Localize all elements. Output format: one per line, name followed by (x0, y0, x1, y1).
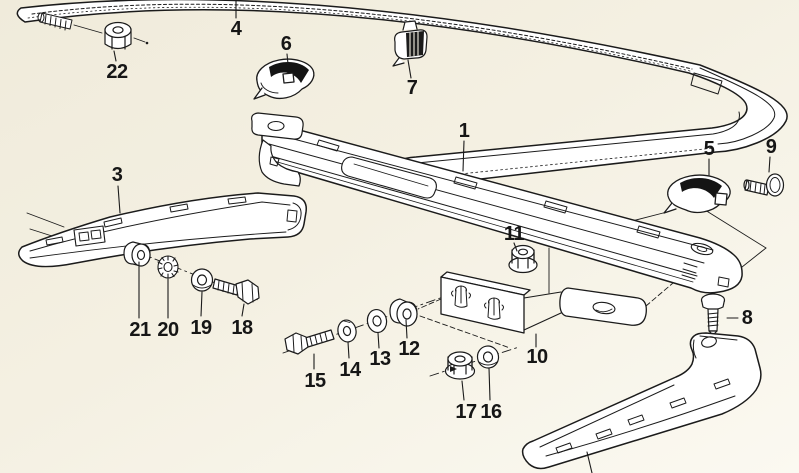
part-callout-3: 3 (111, 164, 123, 186)
part-callout-19: 19 (190, 317, 212, 339)
part-17-nut (444, 351, 476, 380)
part-19-washer (190, 268, 214, 292)
part-callout-6: 6 (280, 33, 292, 55)
part-callout-9: 9 (765, 136, 777, 158)
part-callout-18: 18 (231, 317, 253, 339)
part-16-washer (476, 345, 500, 369)
part-6-end-cap (253, 58, 315, 100)
part-21-spacer (123, 241, 151, 267)
part-8-screw (700, 293, 739, 336)
part-callout-15: 15 (304, 370, 326, 392)
part-callout-5: 5 (703, 138, 715, 160)
part-callout-7: 7 (406, 77, 418, 99)
part-callout-20: 20 (157, 319, 179, 341)
part-callout-14: 14 (339, 359, 361, 381)
part-3-side-section-left (18, 192, 307, 268)
part-1-bumper-bar (251, 112, 743, 294)
leader-lines (113, 0, 771, 473)
part-11-nut (508, 244, 538, 274)
part-callout-11: 11 (503, 223, 525, 245)
part-callout-4: 4 (230, 18, 242, 40)
part-callout-17: 17 (455, 401, 477, 423)
part-callout-8: 8 (741, 307, 753, 329)
part-callout-13: 13 (369, 348, 391, 370)
part-18-bolt (212, 278, 260, 305)
stud-on-strip (37, 12, 73, 31)
part-4-trim-strip (16, 0, 788, 188)
part-14-lock-washer (337, 319, 357, 343)
part-callout-12: 12 (398, 338, 420, 360)
part-2-side-section-right (521, 332, 762, 470)
part-15-bolt (284, 329, 335, 355)
part-20-lock-washer (157, 255, 179, 279)
part-10-bracket (440, 271, 647, 334)
part-callout-10: 10 (526, 346, 548, 368)
part-callout-16: 16 (480, 401, 502, 423)
part-callout-21: 21 (129, 319, 151, 341)
part-callout-1: 1 (458, 120, 470, 142)
part-22-nut (104, 21, 149, 50)
part-9-screw (743, 173, 785, 197)
part-callout-22: 22 (106, 61, 128, 83)
part-5-end-cap (663, 174, 731, 214)
part-12-spacer (389, 298, 418, 327)
part-13-washer (366, 308, 388, 334)
part-7-clip (392, 20, 428, 67)
